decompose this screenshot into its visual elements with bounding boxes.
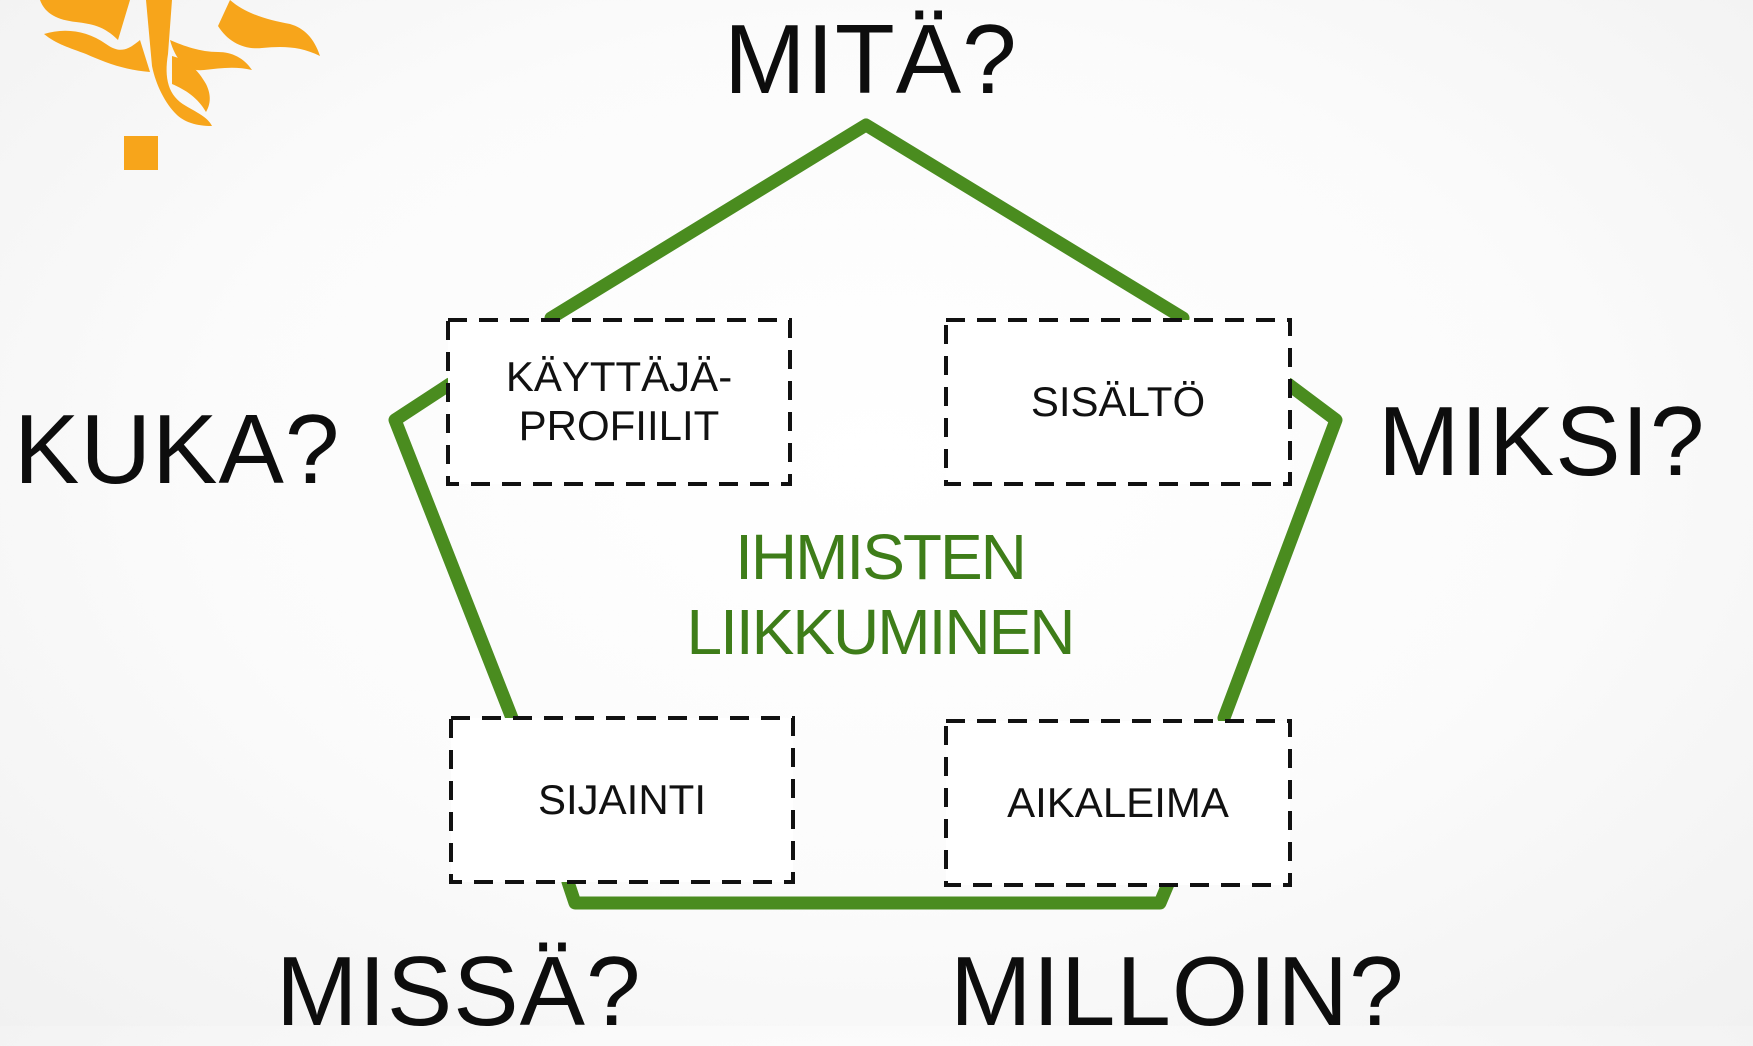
box-timestamp: AIKALEIMA xyxy=(946,721,1290,885)
box-user-profiles-line2: PROFIILIT xyxy=(518,402,720,449)
box-timestamp-label: AIKALEIMA xyxy=(1007,778,1229,826)
box-location: SIJAINTI xyxy=(451,718,793,882)
pentagon-left-side xyxy=(388,377,519,725)
box-time-border xyxy=(944,719,1292,887)
box-users-border xyxy=(446,318,792,486)
box-place-border xyxy=(449,716,795,884)
question-why: MIKSI? xyxy=(1378,386,1706,496)
question-where: MISSÄ? xyxy=(276,936,642,1046)
center-title-line2: LIIKKUMINEN xyxy=(686,595,1076,668)
pentagon-right-side xyxy=(1217,377,1343,725)
question-who: KUKA? xyxy=(14,394,341,504)
question-what: MITÄ? xyxy=(724,4,1018,114)
question-when: MILLOIN? xyxy=(950,936,1405,1046)
box-user-profiles-label: KÄYTTÄJÄ- PROFIILIT xyxy=(506,353,732,450)
flame-logo-icon xyxy=(40,0,320,170)
box-user-profiles-line1: KÄYTTÄJÄ- xyxy=(505,353,733,401)
box-location-label: SIJAINTI xyxy=(537,775,707,823)
box-user-profiles: KÄYTTÄJÄ- PROFIILIT xyxy=(448,320,790,484)
box-content: SISÄLTÖ xyxy=(946,320,1290,484)
box-content-label: SISÄLTÖ xyxy=(1030,377,1206,425)
pentagon-outline xyxy=(544,118,1190,325)
pentagon-bottom xyxy=(561,875,1175,910)
center-title-line1: IHMISTEN xyxy=(735,521,1027,593)
center-title: IHMISTEN LIIKKUMINEN xyxy=(640,520,1120,670)
box-content-border xyxy=(944,318,1292,486)
